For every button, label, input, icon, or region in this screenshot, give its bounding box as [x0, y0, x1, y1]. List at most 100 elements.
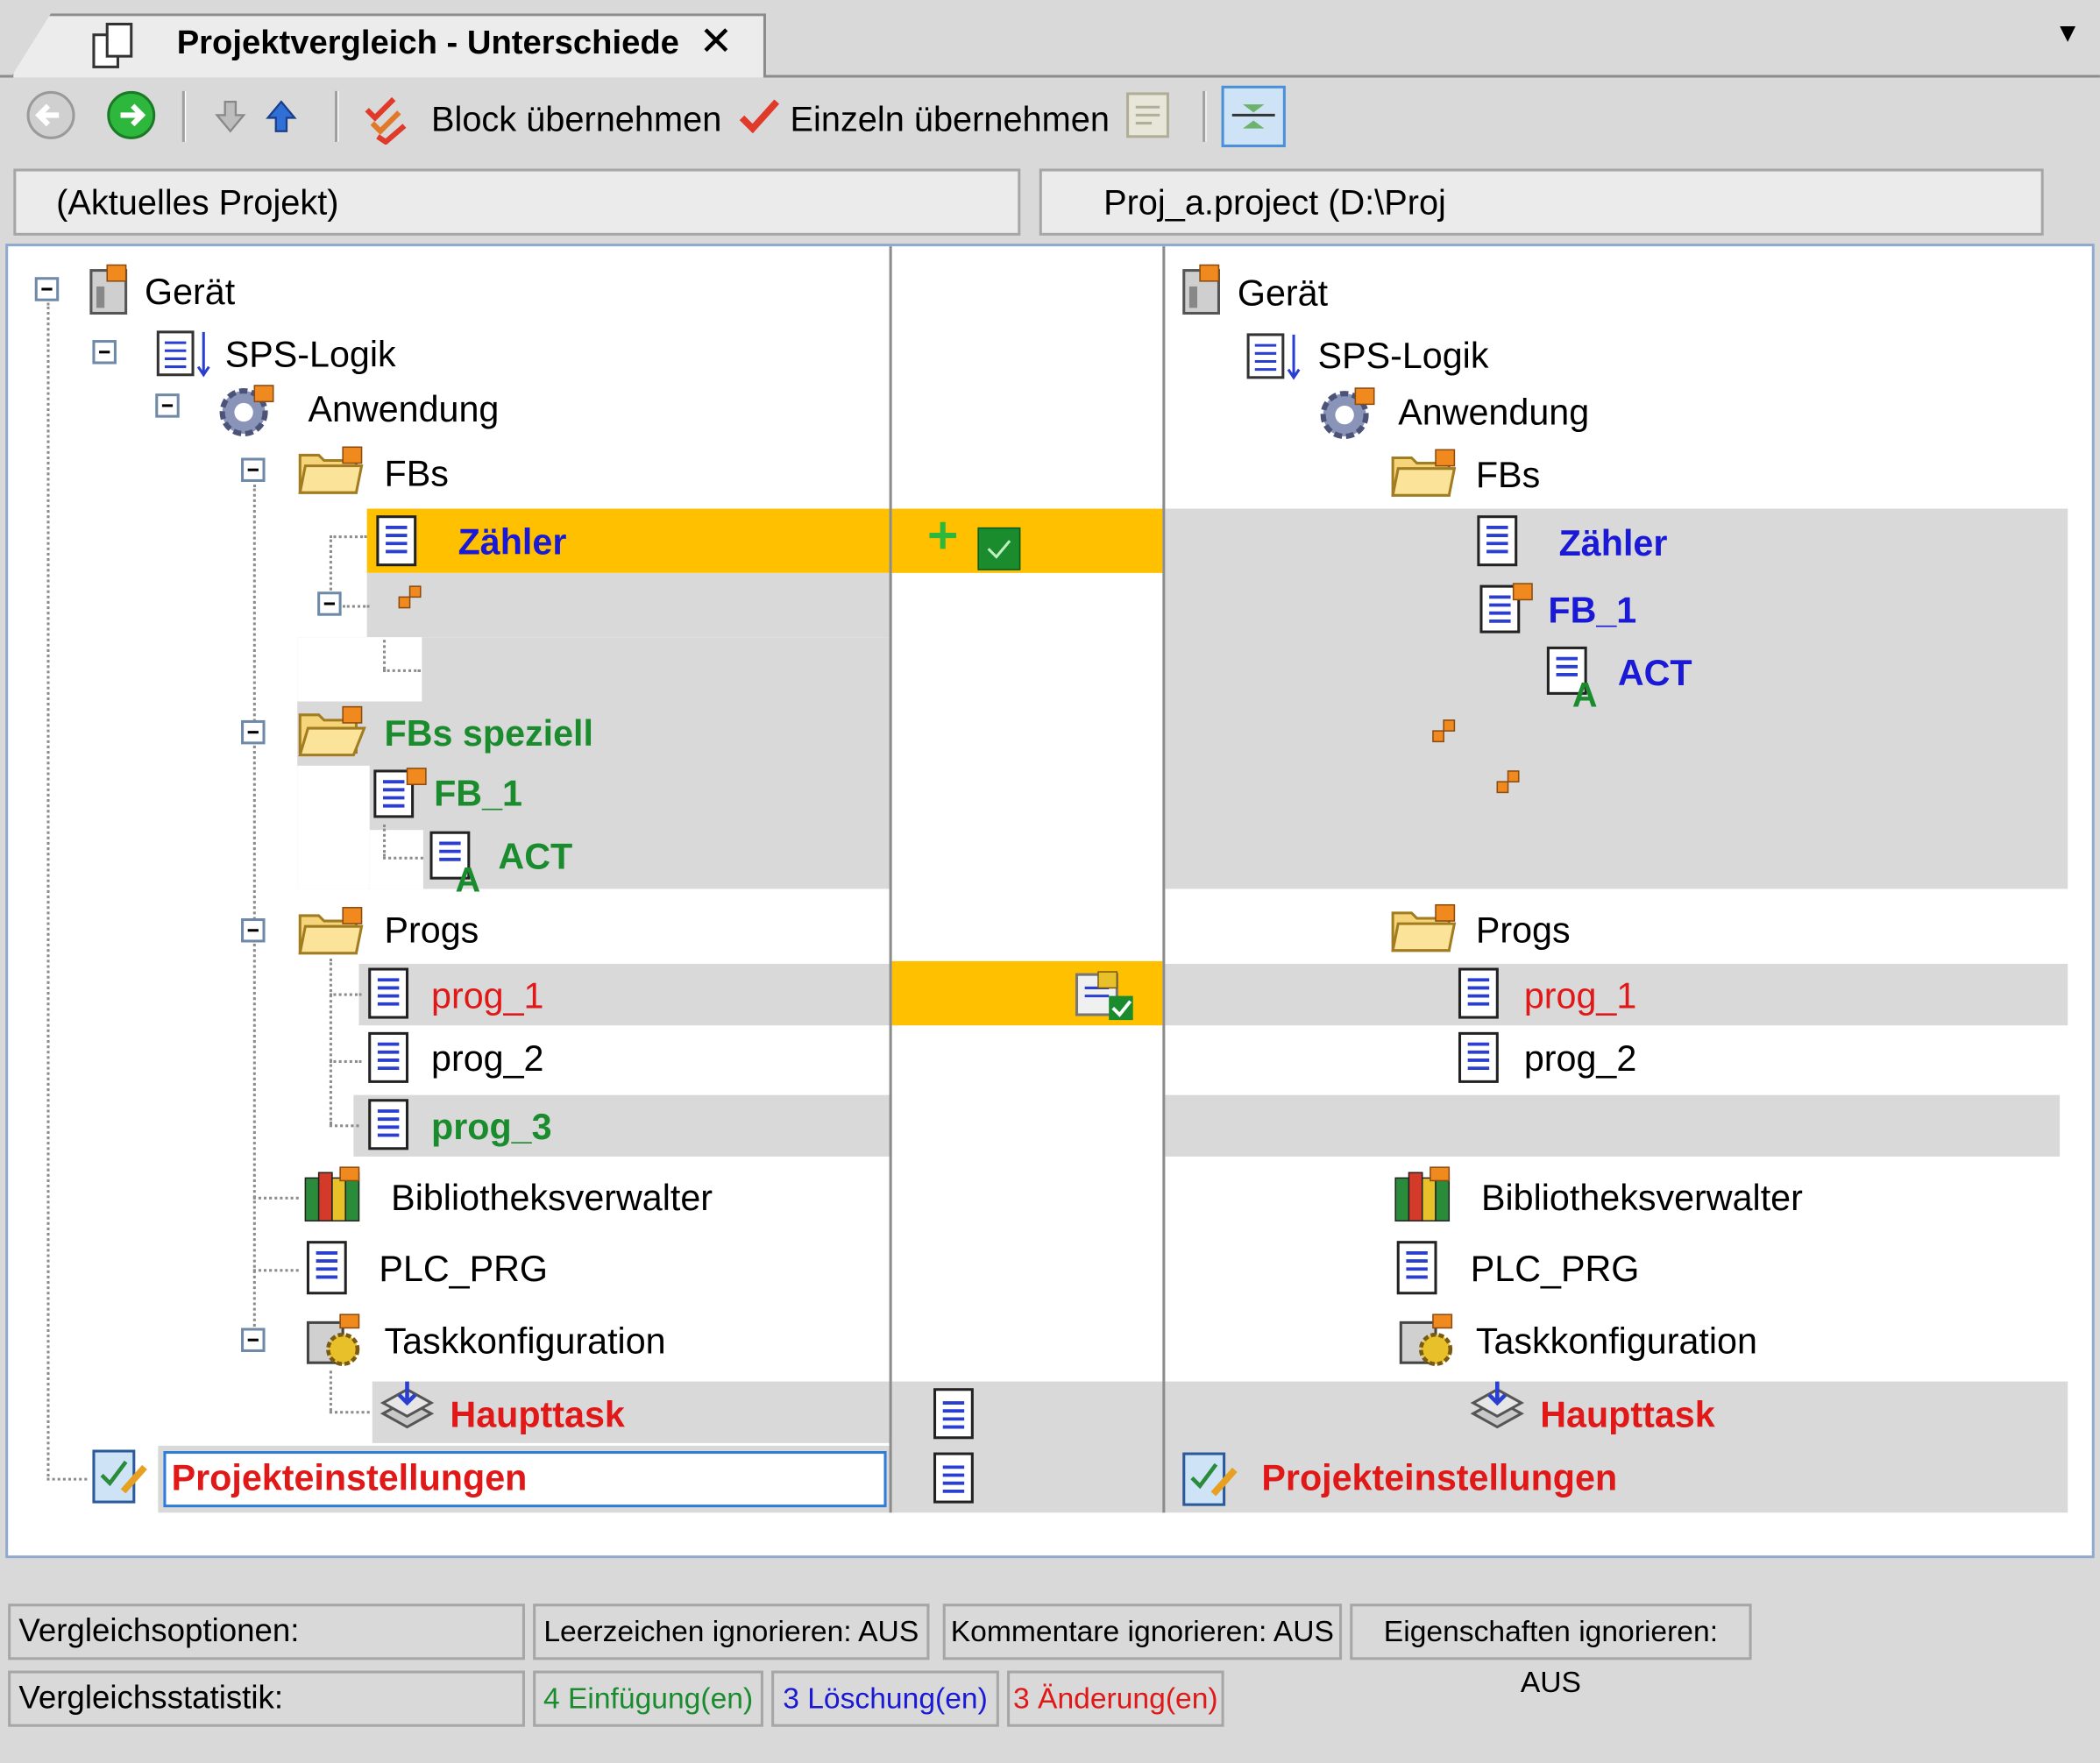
single-accept-icon[interactable]	[736, 94, 784, 139]
placeholder-node-icon	[398, 585, 422, 609]
tree-label-task[interactable]: Taskkonfiguration	[384, 1320, 666, 1362]
tree-label-prog1[interactable]: prog_1	[431, 975, 544, 1016]
collapse-progs[interactable]	[241, 918, 266, 943]
diff-row-right	[1165, 1094, 2061, 1157]
option-ignore-properties[interactable]: Eigenschaften ignorieren: AUS	[1350, 1604, 1752, 1699]
collapse-fbs[interactable]	[241, 457, 266, 482]
left-project-header: (Aktuelles Projekt)	[13, 168, 1021, 236]
project-settings-icon	[92, 1449, 147, 1504]
tree-label-fbs-speziell[interactable]: FBs speziell	[384, 713, 593, 754]
tree-label-fbs-right[interactable]: FBs	[1475, 455, 1541, 496]
tree-label-fb1-right[interactable]: FB_1	[1548, 590, 1637, 631]
tree-label-anwendung[interactable]: Anwendung	[308, 389, 500, 430]
collapse-placeholder[interactable]	[317, 591, 342, 616]
tree-label-sps[interactable]: SPS-Logik	[224, 334, 396, 375]
tree-label-anwendung-right[interactable]: Anwendung	[1398, 392, 1590, 433]
toolbar-separator	[181, 90, 187, 142]
tree-label-projekt-right[interactable]: Projekteinstellungen	[1261, 1457, 1618, 1498]
tree-label-bib-right[interactable]: Bibliotheksverwalter	[1480, 1178, 1803, 1219]
option-ignore-whitespace[interactable]: Leerzeichen ignorieren: AUS	[533, 1604, 930, 1660]
tree-label-bib[interactable]: Bibliotheksverwalter	[391, 1178, 713, 1219]
placeholder-node-icon	[1432, 719, 1456, 743]
report-icon[interactable]	[1122, 89, 1183, 142]
tree-label-progs[interactable]: Progs	[384, 910, 479, 951]
tab-project-compare[interactable]	[11, 13, 767, 78]
detail-document-icon[interactable]	[929, 1387, 980, 1443]
accept-checkbox[interactable]	[977, 527, 1021, 570]
plc-logic-icon	[156, 330, 210, 378]
tree-label-task-right[interactable]: Taskkonfiguration	[1475, 1320, 1757, 1362]
toolbar-separator	[1203, 90, 1207, 142]
focus-outline	[163, 1451, 887, 1508]
back-arrow-icon[interactable]	[25, 89, 78, 142]
tree-label-zaehler[interactable]: Zähler	[458, 521, 567, 563]
collapse-sps[interactable]	[92, 340, 117, 365]
tree-label-geraet-right[interactable]: Gerät	[1237, 273, 1329, 314]
pou-document-icon	[1477, 515, 1518, 567]
tree-label-prog2[interactable]: prog_2	[431, 1038, 544, 1080]
pou-document-icon	[376, 515, 417, 567]
tree-label-fbs[interactable]: FBs	[384, 453, 449, 494]
option-ignore-comments[interactable]: Kommentare ignorieren: AUS	[942, 1604, 1343, 1660]
collapse-geraet[interactable]	[34, 277, 60, 301]
device-icon	[89, 264, 128, 315]
toggle-view-button[interactable]	[1221, 85, 1286, 148]
task-icon	[1470, 1381, 1524, 1429]
collapse-anwendung[interactable]	[155, 393, 180, 418]
function-block-icon	[1479, 583, 1533, 634]
tab-close-button[interactable]: ✕	[699, 19, 734, 65]
tree-label-prog2-right[interactable]: prog_2	[1523, 1038, 1637, 1080]
single-accept-button[interactable]: Einzeln übernehmen	[790, 99, 1110, 139]
tree-label-sps-right[interactable]: SPS-Logik	[1317, 336, 1489, 377]
svg-text:A: A	[1572, 676, 1598, 710]
tree-label-haupttask[interactable]: Haupttask	[450, 1394, 625, 1435]
diff-row-left	[358, 963, 892, 1026]
device-icon	[1182, 264, 1221, 315]
tree-label-plc-prg-right[interactable]: PLC_PRG	[1470, 1249, 1640, 1290]
diff-block-right	[1165, 508, 2068, 889]
merge-accept-icon[interactable]	[1074, 966, 1135, 1023]
tree-label-act[interactable]: ACT	[498, 836, 573, 877]
split-view-icon	[1231, 104, 1275, 129]
collapse-task[interactable]	[241, 1328, 266, 1352]
tree-label-fb1[interactable]: FB_1	[434, 774, 522, 814]
splitter-right[interactable]	[1162, 246, 1166, 1513]
svg-text:A: A	[456, 860, 481, 894]
block-accept-button[interactable]: Block übernehmen	[431, 99, 722, 139]
tab-menu-icon[interactable]: ▼	[2054, 18, 2082, 48]
row-highlight-selected	[366, 508, 892, 573]
toolbar	[0, 77, 2100, 161]
stat-insertions: 4 Einfügung(en)	[533, 1670, 763, 1727]
tree-label-projekt[interactable]: Projekteinstellungen	[171, 1457, 528, 1498]
down-arrow-icon[interactable]	[211, 96, 249, 137]
library-books-icon	[1394, 1166, 1451, 1222]
diff-row-left	[353, 1094, 892, 1157]
block-accept-icon[interactable]	[362, 91, 415, 145]
folder-icon	[1391, 903, 1457, 952]
program-icon	[1396, 1241, 1437, 1295]
statistics-label: Vergleichsstatistik:	[8, 1670, 525, 1727]
tree-label-plc-prg[interactable]: PLC_PRG	[379, 1249, 549, 1290]
tree-label-haupttask-right[interactable]: Haupttask	[1540, 1394, 1715, 1435]
tree-label-zaehler-right[interactable]: Zähler	[1558, 523, 1668, 564]
program-icon	[368, 967, 409, 1019]
tree-label-act-right[interactable]: ACT	[1617, 653, 1692, 694]
insert-plus-icon	[929, 521, 956, 549]
tree-label-progs-right[interactable]: Progs	[1475, 910, 1571, 951]
splitter-left[interactable]	[889, 246, 892, 1513]
collapse-fbs-speziell[interactable]	[241, 719, 266, 745]
forward-arrow-icon[interactable]	[104, 89, 158, 142]
action-icon: A	[429, 831, 481, 895]
program-icon	[306, 1241, 347, 1295]
library-books-icon	[304, 1166, 360, 1222]
up-arrow-icon[interactable]	[262, 96, 300, 137]
tab-title: Projektvergleich - Unterschiede	[176, 24, 679, 62]
tree-label-geraet[interactable]: Gerät	[145, 272, 236, 312]
row-highlight-selected	[891, 508, 1163, 573]
folder-icon	[298, 907, 364, 955]
detail-document-icon[interactable]	[929, 1451, 980, 1507]
program-icon	[368, 1031, 409, 1083]
tree-label-prog3[interactable]: prog_3	[431, 1107, 552, 1148]
diff-row-left	[366, 572, 892, 638]
tree-label-prog1-right[interactable]: prog_1	[1523, 975, 1637, 1016]
